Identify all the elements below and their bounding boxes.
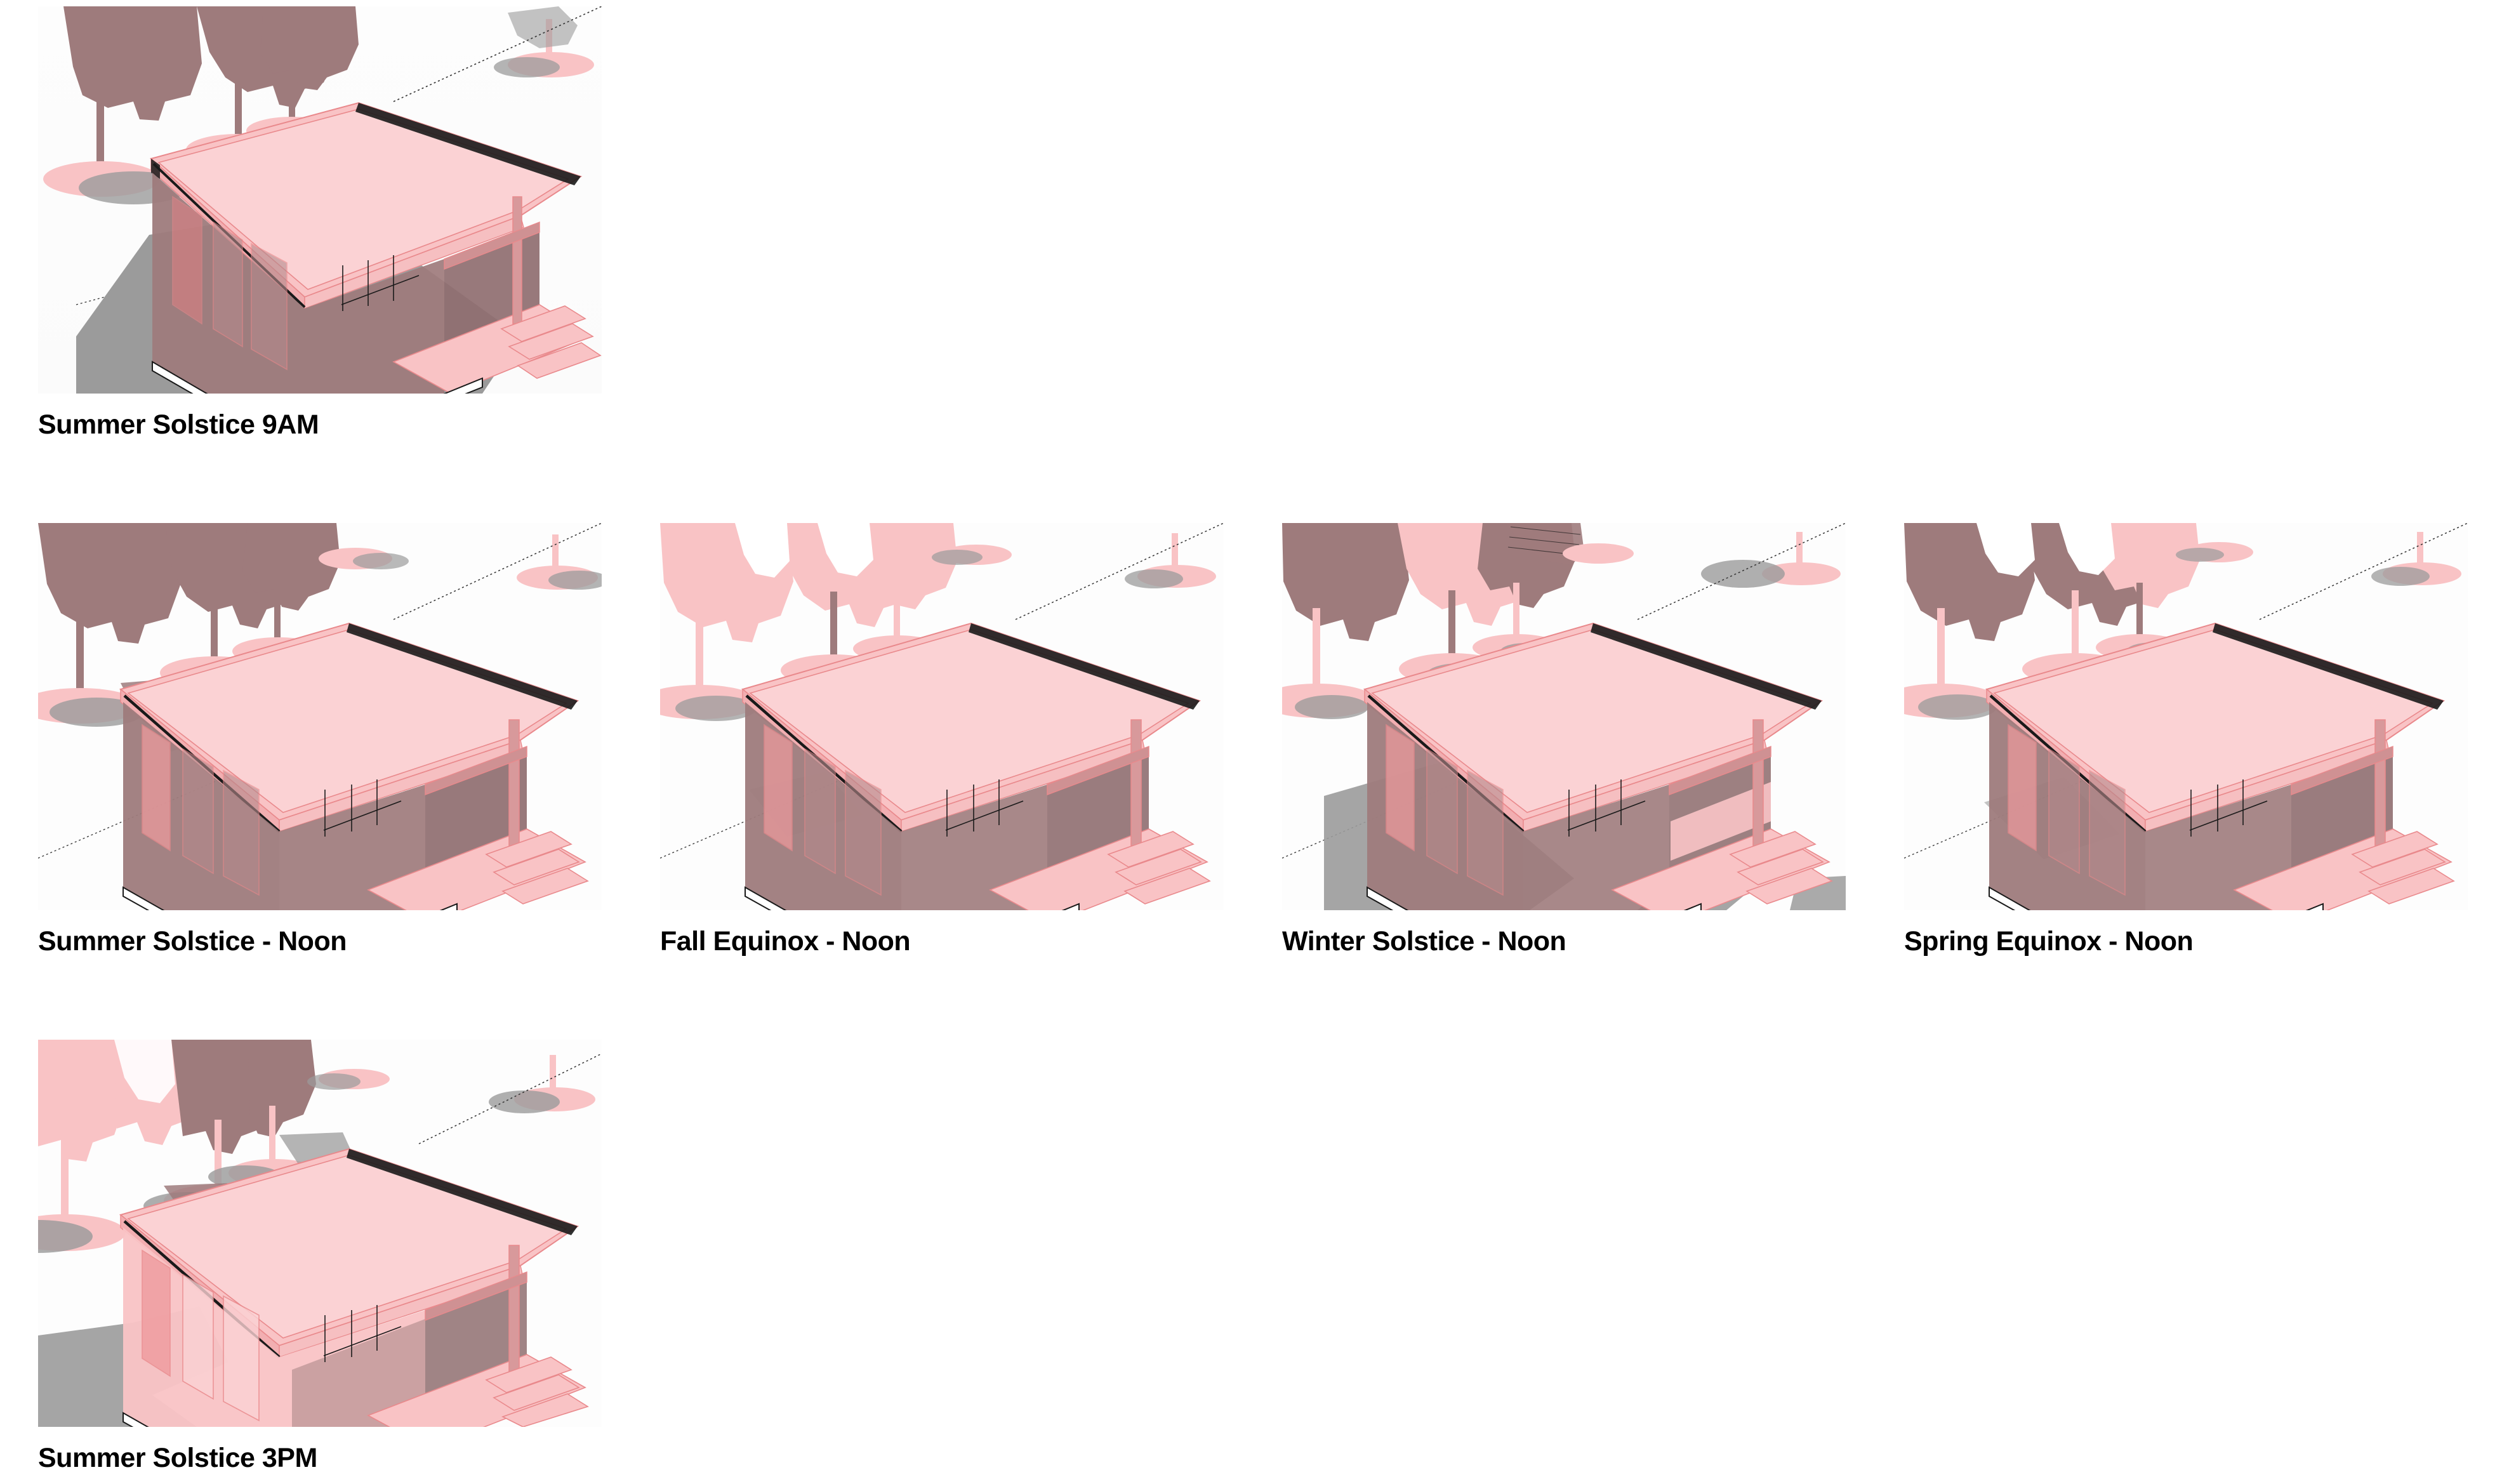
study-row: Summer Solstice 3PM [38,1040,2501,1472]
study-grid: Summer Solstice 9AM [38,6,2501,1472]
render-thumbnail[interactable] [1904,523,2468,910]
scene-summer-solstice-9am [38,6,602,394]
scene-spring-equinox-noon [1904,523,2468,910]
panel-caption: Summer Solstice - Noon [38,926,347,957]
render-thumbnail[interactable] [38,523,602,910]
render-thumbnail[interactable] [38,6,602,394]
study-cell[interactable]: Summer Solstice - Noon [38,523,602,955]
panel-caption: Summer Solstice 3PM [38,1443,317,1473]
panel-caption: Winter Solstice - Noon [1282,926,1566,957]
study-row: Summer Solstice - Noon [38,523,2501,955]
study-row: Summer Solstice 9AM [38,6,2501,439]
panel-caption: Summer Solstice 9AM [38,409,319,440]
scene-winter-solstice-noon [1282,523,1846,910]
study-cell[interactable]: Winter Solstice - Noon [1282,523,1846,955]
panel-caption: Spring Equinox - Noon [1904,926,2194,957]
scene-summer-solstice-3pm [38,1040,602,1427]
panel-caption: Fall Equinox - Noon [660,926,911,957]
render-thumbnail[interactable] [1282,523,1846,910]
scene-fall-equinox-noon [660,523,1224,910]
render-thumbnail[interactable] [660,523,1224,910]
study-cell[interactable]: Summer Solstice 3PM [38,1040,602,1472]
study-cell[interactable]: Fall Equinox - Noon [660,523,1224,955]
study-cell[interactable]: Spring Equinox - Noon [1904,523,2468,955]
study-cell[interactable]: Summer Solstice 9AM [38,6,602,439]
scene-summer-solstice-noon [38,523,602,910]
render-thumbnail[interactable] [38,1040,602,1427]
